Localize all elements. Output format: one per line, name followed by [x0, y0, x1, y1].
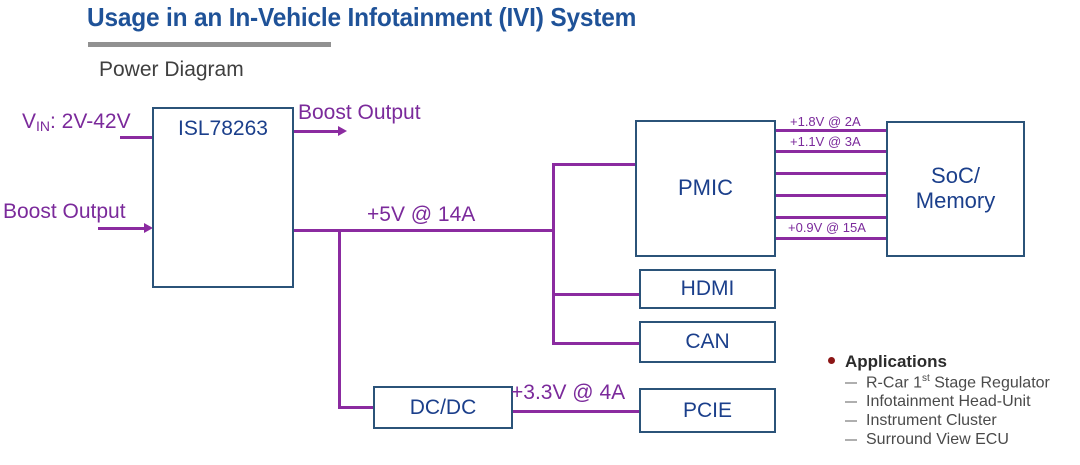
- block-label-soc-line2: Memory: [915, 188, 996, 213]
- wire-5v-bus: [292, 229, 554, 232]
- wire-33v-to-pcie: [511, 410, 641, 413]
- wire-5v-to-can: [552, 342, 641, 345]
- page-title: Usage in an In-Vehicle Infotainment (IVI…: [87, 2, 637, 32]
- power-rail-5: [775, 216, 888, 219]
- block-soc-memory[interactable]: SoC/ Memory: [886, 121, 1025, 257]
- block-dcdc[interactable]: DC/DC: [373, 386, 513, 429]
- vin-subscript: IN: [36, 118, 51, 134]
- power-rail-3: [775, 172, 888, 175]
- applications-heading: Applications: [845, 352, 948, 371]
- application-item: Instrument Cluster: [845, 412, 1078, 430]
- block-pmic[interactable]: PMIC: [635, 120, 776, 257]
- application-item-label: R-Car 1st Stage Regulator: [866, 373, 1050, 392]
- application-item-label: Infotainment Head-Unit: [866, 393, 1031, 411]
- vin-value: : 2V-42V: [50, 110, 131, 133]
- application-item-label: Surround View ECU: [866, 431, 1009, 449]
- block-label-pmic: PMIC: [678, 175, 733, 201]
- arrow-boost-output: [338, 126, 347, 136]
- power-rail-1: [775, 129, 888, 132]
- wire-5v-to-hdmi: [552, 293, 641, 296]
- subtitle: Power Diagram: [99, 58, 244, 81]
- wire-vin-to-regulator: [120, 136, 154, 139]
- dash-icon: [845, 401, 857, 404]
- label-boost-input: Boost Output: [3, 200, 126, 223]
- application-item-label: Instrument Cluster: [866, 412, 997, 430]
- dash-icon: [845, 439, 857, 442]
- wire-boost-output: [292, 130, 342, 133]
- title-divider: [88, 42, 331, 47]
- label-rail-1v1: +1.1V @ 3A: [790, 134, 861, 149]
- dash-icon: [845, 420, 857, 423]
- block-can[interactable]: CAN: [639, 321, 776, 363]
- label-rail-5v: +5V @ 14A: [367, 203, 476, 226]
- vin-prefix: V: [22, 110, 37, 133]
- application-item: R-Car 1st Stage Regulator: [845, 373, 1078, 392]
- label-rail-3v3: +3.3V @ 4A: [511, 381, 626, 404]
- power-rail-2: [775, 150, 888, 153]
- dash-icon: [845, 381, 857, 384]
- application-item: Infotainment Head-Unit: [845, 393, 1078, 411]
- label-vin: VIN: 2V-42V: [22, 110, 131, 134]
- applications-heading-row: Applications: [828, 352, 1078, 372]
- wire-boost-input: [98, 227, 148, 230]
- application-item: Surround View ECU: [845, 431, 1078, 449]
- label-boost-output: Boost Output: [298, 101, 421, 124]
- block-label-hdmi: HDMI: [680, 277, 735, 301]
- block-regulator-isl78263[interactable]: ISL78263: [152, 107, 294, 288]
- block-label-pcie: PCIE: [682, 398, 732, 422]
- block-pcie[interactable]: PCIE: [639, 388, 776, 433]
- block-hdmi[interactable]: HDMI: [639, 269, 776, 309]
- wire-5v-into-dcdc: [338, 406, 375, 409]
- wire-5v-to-pmic: [552, 163, 637, 166]
- power-rail-4: [775, 194, 888, 197]
- block-label-dcdc: DC/DC: [409, 395, 477, 419]
- bullet-icon: [828, 357, 835, 364]
- block-label-soc-line1: SoC/: [931, 163, 980, 189]
- label-rail-0v9: +0.9V @ 15A: [788, 220, 866, 235]
- block-label-regulator: ISL78263: [178, 117, 268, 140]
- label-rail-1v8: +1.8V @ 2A: [790, 114, 861, 129]
- wire-5v-distribution-vertical: [552, 163, 555, 345]
- power-rail-6: [775, 237, 888, 240]
- arrow-boost-input: [144, 223, 153, 233]
- wire-5v-drop-dcdc: [338, 229, 341, 409]
- block-label-can: CAN: [685, 330, 730, 354]
